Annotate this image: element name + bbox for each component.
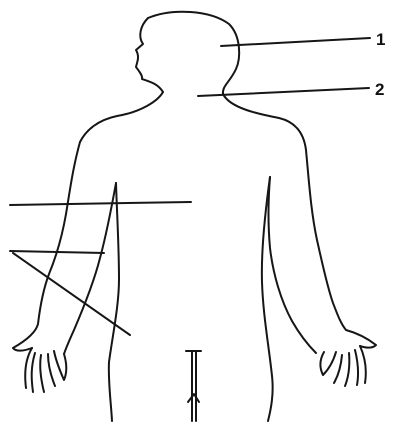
right-arm-outer	[306, 150, 376, 348]
pointer-line-arm-short	[10, 251, 104, 253]
left-arm-outer	[13, 142, 80, 351]
left-hand	[25, 348, 66, 392]
right-torso-side	[262, 177, 273, 421]
left-arm-inner	[64, 183, 116, 354]
pointer-line-1	[221, 38, 370, 46]
inner-leg-cross	[188, 394, 199, 402]
right-arm-inner	[269, 177, 317, 353]
right-shoulder-outline	[223, 94, 306, 150]
head-outline	[148, 12, 239, 94]
label-2: 2	[375, 80, 384, 99]
left-torso-side	[109, 183, 119, 421]
label-1: 1	[376, 30, 385, 49]
pointer-line-arm-diagonal	[13, 253, 130, 335]
head-left-profile	[136, 18, 163, 92]
right-hand	[320, 346, 365, 386]
left-shoulder-outline	[80, 92, 163, 142]
pointer-line-chest	[10, 202, 191, 205]
